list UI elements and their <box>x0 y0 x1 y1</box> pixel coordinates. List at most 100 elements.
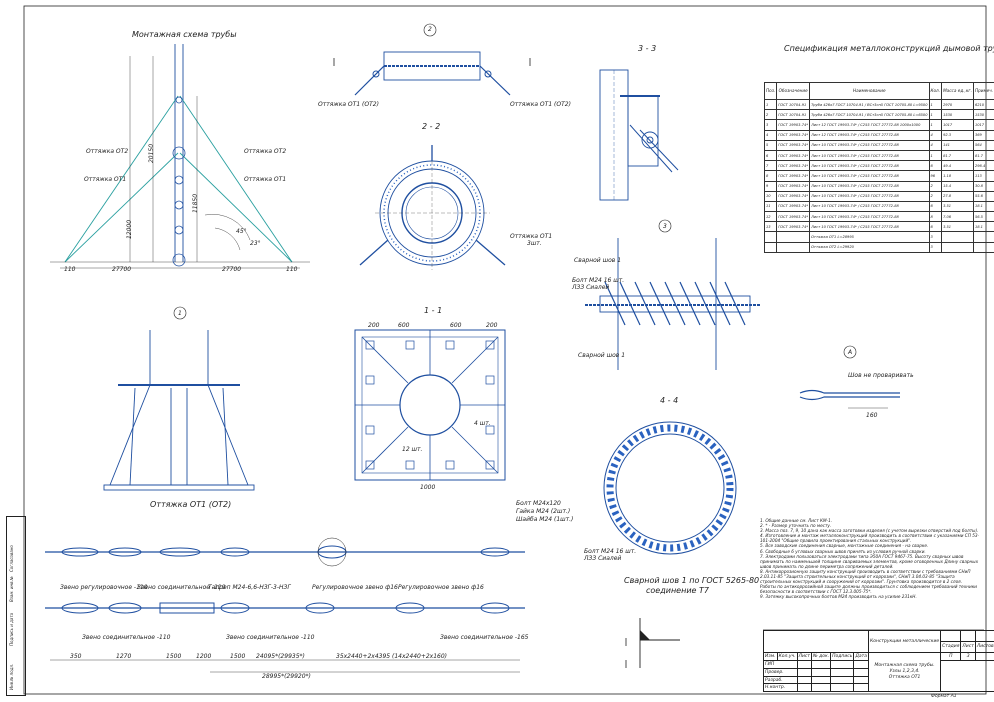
spec-cell: 81.7 <box>941 149 974 162</box>
spec-cell: 5 <box>763 139 778 151</box>
tb-col: Изм. <box>763 651 778 662</box>
spec-cell: 3.51 <box>941 221 974 233</box>
spec-col-header: Кол. <box>928 82 943 100</box>
spec-cell: Лист 10 ГОСТ 19903-74* / С255 ГОСТ 27772… <box>809 180 930 192</box>
spec-cell: 4 <box>928 139 943 151</box>
spec-cell: Лист 10 ГОСТ 19903-74* / С255 ГОСТ 27772… <box>809 139 930 151</box>
spec-cell: 49.4 <box>941 160 974 172</box>
mount-dim: 110 <box>64 266 76 273</box>
spec-cell: ГОСТ 19903-74* <box>776 180 811 192</box>
mount-dim: 23° <box>250 240 261 247</box>
spec-cell: Лист 10 ГОСТ 19903-74* / С255 ГОСТ 27772… <box>809 221 930 233</box>
spec-cell: 3 <box>928 231 943 243</box>
spec-cell: 15.4 <box>941 180 974 192</box>
side-stamp-field: Взам. инв.№ <box>9 576 14 602</box>
bolt-label: Шайба М24 (1шт.) <box>516 516 574 523</box>
weld-caption-2: соединение Т7 <box>646 586 709 595</box>
detail-a-note: Шов не проваривать <box>848 372 914 379</box>
spec-cell: 6 <box>928 160 943 172</box>
spec-cell: 12 <box>763 211 778 223</box>
plan-dim: 200 <box>486 322 498 329</box>
spec-cell: Лист 10 ГОСТ 19903-74* / С255 ГОСТ 27772… <box>809 200 930 213</box>
spec-cell: ГОСТ 19903-74* <box>776 119 811 131</box>
spec-cell: 6210 <box>972 98 994 111</box>
spec-cell: 55.6 <box>972 190 994 202</box>
spec-cell: ГОСТ 19903-74* <box>776 160 811 172</box>
cable-dim: 1200 <box>196 653 212 660</box>
cable-label: Регулировочное звено ф16 <box>312 584 398 591</box>
spec-cell: 9 <box>763 180 778 192</box>
cable-label: Регулировочное звено ф16 <box>398 584 484 591</box>
mount-dim: 20150 <box>148 143 156 164</box>
spec-cell: 18.1 <box>972 200 994 213</box>
stay-plan-label-3: Оттяжка ОТ1 <box>510 233 553 240</box>
mount-dim: 11850 <box>192 193 200 214</box>
spec-cell: 7 <box>763 160 778 172</box>
plan-dim: 600 <box>398 322 410 329</box>
spec-cell: 8 <box>928 211 943 223</box>
mount-dim: 27700 <box>112 266 132 273</box>
spec-cell: 3.51 <box>941 200 974 213</box>
spec-cell: 92.3 <box>941 129 974 141</box>
spec-cell: 1530 <box>941 109 974 121</box>
tb-col: № док. <box>811 651 832 662</box>
spec-cell: 1 <box>928 119 943 131</box>
spec-cell: 113 <box>972 170 994 182</box>
side-stamp <box>6 516 26 696</box>
spec-cell: ГОСТ 10704-91 <box>776 109 811 121</box>
note-item: 1. Общие данные см. Лист КМ-1. <box>760 518 833 523</box>
stay-label-4: Оттяжка ОТ1 <box>244 176 287 183</box>
note-item: 5. Все заводские соединения сварные, мон… <box>760 543 929 549</box>
plan-1-1 <box>354 329 506 481</box>
cable-label: Звено соединительное -110 <box>137 584 226 591</box>
note-item: 3. Масса поз. 7, 9, 10 дана как масса за… <box>760 528 979 534</box>
general-notes: 1. Общие данные см. Лист КМ-1.2. * - Раз… <box>760 518 986 600</box>
spec-cell: 81.7 <box>972 149 994 162</box>
tb-role: Разраб. <box>763 675 798 685</box>
spec-cell: ГОСТ 19903-74* <box>776 170 811 182</box>
tb-stage: П <box>940 651 962 662</box>
bolt-label: Болт М24 16 шт. <box>572 277 625 284</box>
node-1-marker: 1 <box>178 310 182 317</box>
side-stamp-field: Согласовано <box>9 545 14 572</box>
spec-cell: Труба 426х7 ГОСТ 10704-91 / ВСт3сп5 ГОСТ… <box>809 109 930 121</box>
tb-col: Кол.уч. <box>776 651 798 662</box>
note-item: 9. Затяжку высокопрочных болтов М24 прои… <box>760 594 917 600</box>
tb-role: Н.контр. <box>763 683 798 692</box>
tb-stage-header: Стадия <box>940 640 962 653</box>
spec-cell <box>941 231 974 243</box>
spec-cell: Лист 10 ГОСТ 19903-74* / С255 ГОСТ 27772… <box>809 160 930 172</box>
plan-dim: 4 шт. <box>474 420 491 427</box>
detail-a-marker: A <box>848 349 853 356</box>
spec-cell: 18.1 <box>972 221 994 233</box>
cable-dim: 28995*(29920*) <box>262 673 311 680</box>
spec-cell <box>972 231 994 243</box>
spec-cell: ГОСТ 19903-74* <box>776 139 811 151</box>
bolt-label: Болт М24 16 шт. <box>584 548 637 555</box>
weld-caption-1: Сварной шов 1 по ГОСТ 5265-80 <box>624 576 760 585</box>
note-item: 7. Электродами пользоваться электродами … <box>760 553 979 569</box>
spec-cell: 2 <box>763 109 778 121</box>
cable-dim: 1270 <box>116 653 132 660</box>
spec-cell: 56.5 <box>972 211 994 223</box>
spec-table: Поз. Обозначение Наименование Кол. Масса… <box>763 82 994 253</box>
cable-dim: 350 <box>70 653 82 660</box>
spec-cell: 8 <box>763 170 778 182</box>
note-item: 8. Антикоррозионную защиту конструкций п… <box>760 568 971 585</box>
spec-cell: 296.4 <box>972 160 994 172</box>
sheet-format: Формат А1 <box>931 694 957 699</box>
section-4-4 <box>603 421 737 555</box>
tb-sheet-title-1: Монтажная схема трубы. Узлы 1,2,3,4. <box>874 662 935 674</box>
cable-dim: 35x2440+2x4395 (14x2440+2x160) <box>336 653 448 660</box>
spec-title: Спецификация металлоконструкций дымовой … <box>784 44 994 53</box>
spec-cell: Лист 12 ГОСТ 19903-74* / С255 ГОСТ 27772… <box>809 119 930 131</box>
